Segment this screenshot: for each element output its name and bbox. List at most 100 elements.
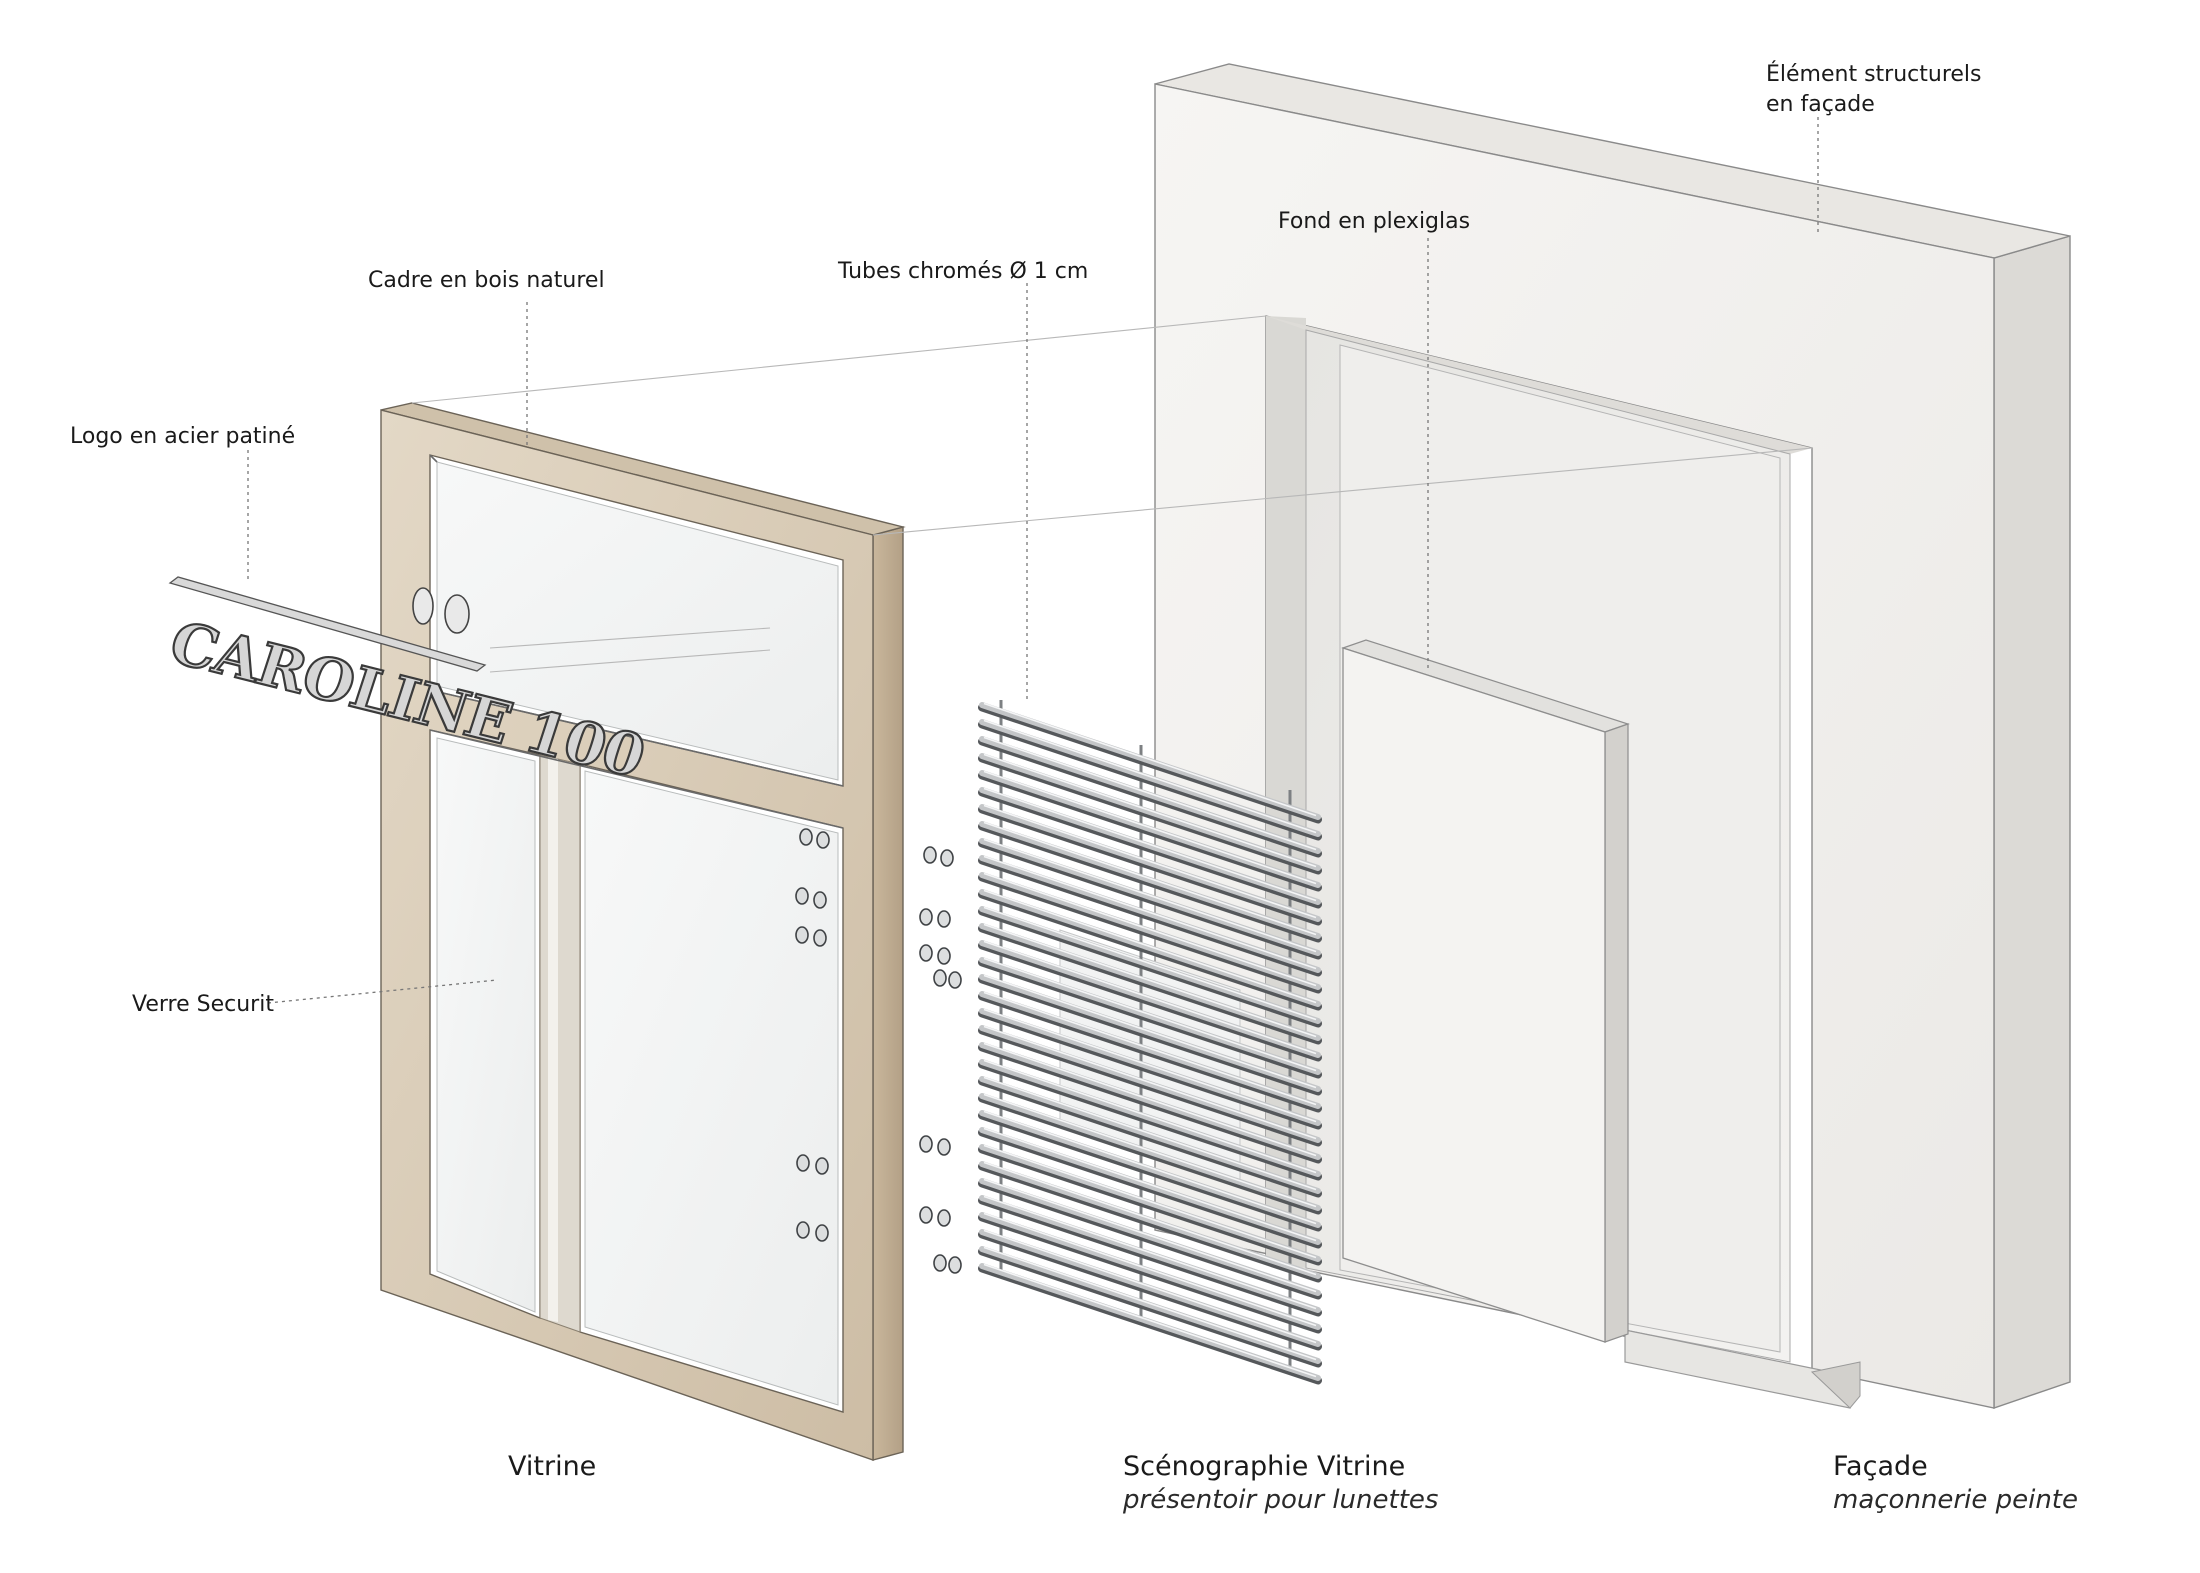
chrome-tube [979, 1093, 1321, 1211]
chrome-tube-highlight [983, 770, 1317, 885]
chrome-tube-highlight [983, 1059, 1317, 1174]
chrome-tube-highlight [983, 906, 1317, 1021]
chrome-tube-highlight [983, 821, 1317, 936]
chrome-tube [979, 821, 1321, 939]
annotation-labels: Élément structurels en façade Fond en pl… [70, 61, 1982, 1017]
chrome-tube [979, 1076, 1321, 1194]
standoff-bolt [816, 831, 830, 849]
standoff-bolt [919, 944, 933, 962]
standoff-bolt [940, 849, 954, 867]
chrome-tube-highlight [983, 787, 1317, 902]
chrome-tube-highlight [983, 1229, 1317, 1344]
chrome-tube-highlight [983, 1161, 1317, 1276]
chrome-tube-highlight [983, 1042, 1317, 1157]
standoff-bolt [937, 947, 951, 965]
chrome-tube-highlight [983, 702, 1317, 817]
standoff-bolt [933, 969, 947, 987]
chrome-tube-highlight [983, 1076, 1317, 1191]
chrome-tube [979, 1127, 1321, 1245]
chrome-tube-highlight [983, 1263, 1317, 1378]
caption-vitrine: Vitrine [508, 1451, 596, 1482]
chrome-tube [979, 974, 1321, 1092]
chrome-tube [979, 1263, 1321, 1381]
chrome-tube-highlight [983, 838, 1317, 953]
chrome-tube-highlight [983, 940, 1317, 1055]
chrome-tube [979, 957, 1321, 1075]
chrome-tube [979, 1110, 1321, 1228]
chrome-tube [979, 1246, 1321, 1364]
plexiglas-panel [1341, 639, 1630, 1343]
standoff-bolt [919, 908, 933, 926]
chrome-tube-highlight [983, 1110, 1317, 1225]
chrome-tube [979, 787, 1321, 905]
caption-facade-subtitle: maçonnerie peinte [1833, 1485, 2078, 1515]
label-element-structurels-line2: en façade [1766, 92, 1875, 117]
standoff-bolt [937, 1138, 951, 1156]
standoff-bolt [919, 1135, 933, 1153]
label-verre-securit: Verre Securit [132, 992, 274, 1017]
projection-lines [411, 315, 1813, 673]
label-tubes-chromes: Tubes chromés Ø 1 cm [837, 259, 1088, 284]
chrome-tube-highlight [983, 889, 1317, 1004]
standoff-bolt [937, 910, 951, 928]
chrome-tube-highlight [983, 1178, 1317, 1293]
chrome-tube [979, 991, 1321, 1109]
caption-scenographie-subtitle: présentoir pour lunettes [1122, 1485, 1438, 1515]
chrome-tube [979, 1178, 1321, 1296]
chrome-tube-highlight [983, 1093, 1317, 1208]
chrome-tube-highlight [983, 991, 1317, 1106]
chrome-tube-highlight [983, 1212, 1317, 1327]
chrome-tube [979, 736, 1321, 854]
chrome-tube [979, 702, 1321, 820]
chrome-tube [979, 855, 1321, 973]
standoff-bolt [796, 1221, 810, 1239]
vitrine-frame [380, 402, 906, 1461]
chrome-tube [979, 753, 1321, 871]
standoff-bolt [948, 1256, 962, 1274]
chrome-tube [979, 838, 1321, 956]
chrome-tube [979, 1042, 1321, 1160]
chrome-tube [979, 1229, 1321, 1347]
standoff-bolt [795, 887, 809, 905]
chrome-tube [979, 1144, 1321, 1262]
chrome-tube [979, 940, 1321, 1058]
caption-facade: Façade [1833, 1451, 1928, 1482]
chrome-tube-highlight [983, 1127, 1317, 1242]
chrome-tube-highlight [983, 753, 1317, 868]
caption-scenographie: Scénographie Vitrine [1123, 1451, 1405, 1482]
chrome-tube [979, 906, 1321, 1024]
chrome-tube [979, 770, 1321, 888]
standoff-bolts [795, 828, 962, 1274]
chrome-tube [979, 1059, 1321, 1177]
standoff-bolt [948, 971, 962, 989]
chrome-tube [979, 872, 1321, 990]
standoff-bolt [813, 891, 827, 909]
chrome-tube-highlight [983, 1246, 1317, 1361]
chrome-tube [979, 923, 1321, 1041]
chrome-tube-rack [978, 700, 1322, 1385]
label-logo-acier: Logo en acier patiné [70, 424, 295, 449]
label-element-structurels-line1: Élément structurels [1766, 61, 1982, 87]
chrome-tube-highlight [983, 1025, 1317, 1140]
chrome-tube [979, 889, 1321, 1007]
chrome-tube-highlight [983, 1195, 1317, 1310]
standoff-bolt [937, 1209, 951, 1227]
chrome-tube-highlight [983, 974, 1317, 1089]
chrome-tube-highlight [983, 855, 1317, 970]
standoff-bolt [919, 1206, 933, 1224]
standoff-bolt [796, 1154, 810, 1172]
label-fond-plexiglas: Fond en plexiglas [1278, 209, 1470, 234]
chrome-tube [979, 1195, 1321, 1313]
chrome-tube-highlight [983, 872, 1317, 987]
chrome-tube [979, 1161, 1321, 1279]
chrome-tube-highlight [983, 957, 1317, 1072]
chrome-tube [979, 719, 1321, 837]
standoff-bolt [923, 846, 937, 864]
standoff-bolt [933, 1254, 947, 1272]
chrome-tube-highlight [983, 736, 1317, 851]
chrome-tube [979, 1212, 1321, 1330]
standoff-bolt [815, 1157, 829, 1175]
component-captions: Vitrine Scénographie Vitrine présentoir … [508, 1451, 2078, 1515]
chrome-tube [979, 1008, 1321, 1126]
